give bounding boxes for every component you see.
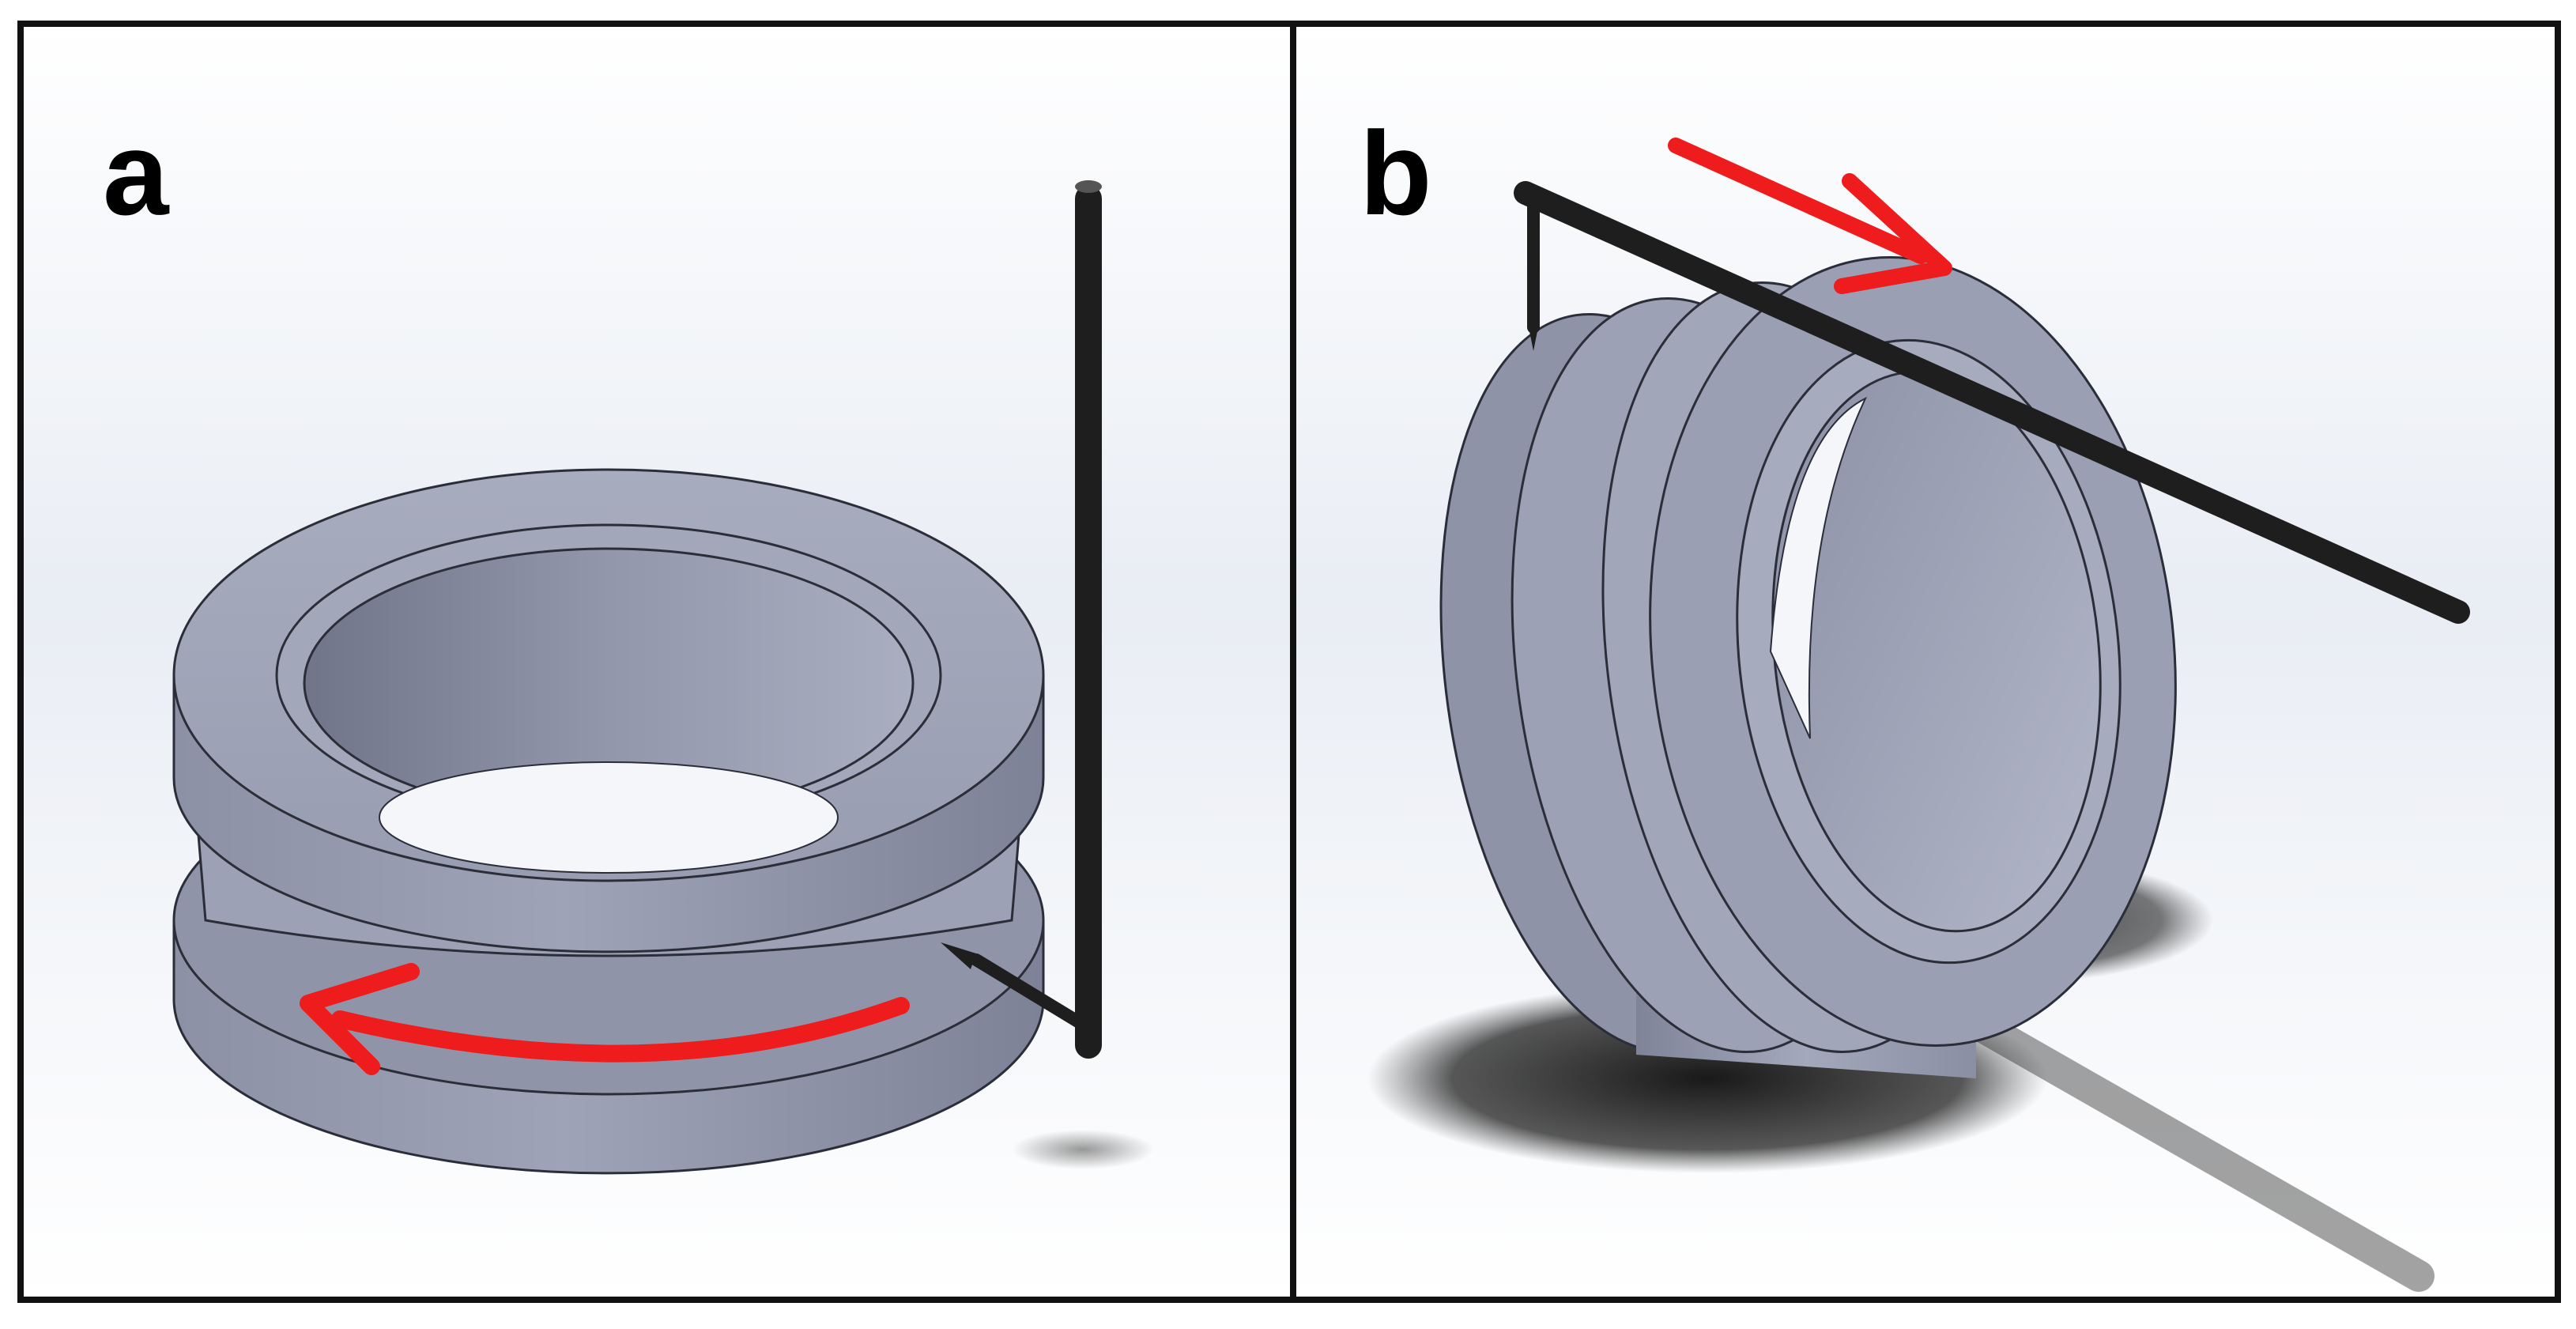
- panel-b-illustration: [1296, 27, 2555, 1297]
- needle-tip: [941, 942, 976, 969]
- panel-a: a: [17, 21, 1296, 1303]
- tool-shadow: [1012, 1130, 1154, 1169]
- panel-a-illustration: [24, 27, 1290, 1297]
- panel-label-a: a: [103, 107, 169, 240]
- panel-label-b: b: [1360, 107, 1432, 240]
- bore-opening: [1769, 396, 1868, 739]
- traverse-arrow-head: [1834, 173, 1952, 294]
- rotation-arrow-head: [300, 963, 420, 1075]
- vertical-rod: [1075, 185, 1102, 1059]
- horizontal-rod: [1514, 181, 2470, 624]
- rotation-arrow: [331, 997, 910, 1063]
- rod-shadow: [1960, 1007, 2435, 1292]
- needle-tip: [1527, 319, 1540, 351]
- needle: [970, 953, 1089, 1031]
- traverse-arrow: [1668, 138, 1929, 264]
- bore-opening: [379, 761, 839, 874]
- panel-b: b: [1290, 21, 2561, 1303]
